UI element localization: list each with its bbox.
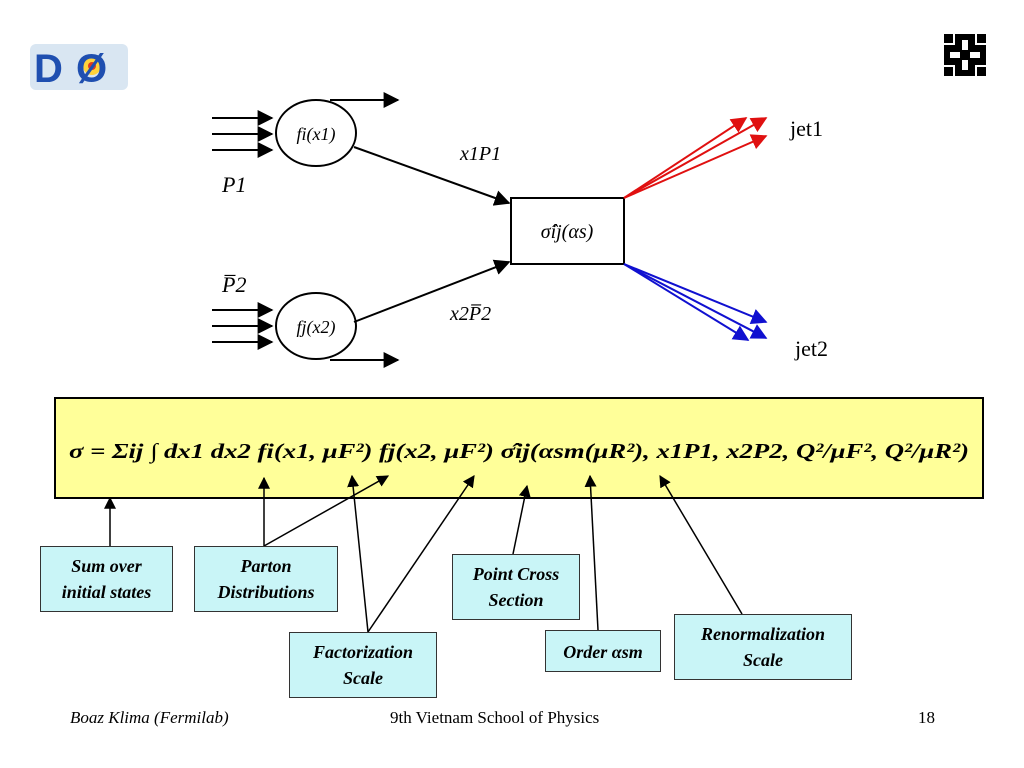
hard-process-box bbox=[510, 197, 625, 265]
beam2-label: P̅2 bbox=[221, 272, 246, 297]
note-renormalization-line1: Renormalization bbox=[700, 624, 826, 644]
footer-page-number: 18 bbox=[918, 708, 935, 727]
note-renormalization-scale: Renormalization Scale bbox=[674, 614, 852, 680]
jet2-label: jet2 bbox=[794, 336, 828, 361]
svg-text:D: D bbox=[34, 47, 63, 91]
beam1-incoming-arrows bbox=[212, 110, 274, 158]
note-point-line1: Point Cross bbox=[472, 564, 560, 584]
note-renormalization-line2: Scale bbox=[743, 650, 783, 670]
pdf1-circle bbox=[275, 99, 357, 167]
parton2-arrow bbox=[353, 259, 511, 323]
jet1-label: jet1 bbox=[789, 116, 823, 141]
footer-event: 9th Vietnam School of Physics bbox=[390, 708, 600, 727]
note-sum-initial-states: Sum over initial states bbox=[40, 546, 173, 612]
jet1-arrows bbox=[623, 117, 768, 199]
svg-text:Ø: Ø bbox=[76, 47, 107, 91]
d0-logo: D Ø bbox=[30, 44, 128, 91]
note-point-line2: Section bbox=[488, 590, 544, 610]
formula-text: σ = Σij ∫ dx1 dx2 fi(x1, μF²) fj(x2, μF²… bbox=[69, 439, 969, 464]
note-sum-line2: initial states bbox=[61, 582, 152, 602]
note-sum-line1: Sum over bbox=[71, 556, 142, 576]
note-order-line1: Order αsm bbox=[563, 642, 643, 662]
formula-box bbox=[54, 397, 984, 499]
hard-process-label: σ̂ij(αs) bbox=[541, 221, 594, 243]
footer-author: Boaz Klima (Fermilab) bbox=[70, 708, 229, 727]
beam2-incoming-arrows bbox=[212, 302, 274, 350]
pdf2-circle bbox=[275, 292, 357, 360]
note-factorization-line1: Factorization bbox=[312, 642, 414, 662]
pdf1-label: fi(x1) bbox=[297, 124, 336, 145]
note-order-alpha: Order αsm bbox=[545, 630, 661, 672]
note-parton-line1: Parton bbox=[240, 556, 292, 576]
note-factorization-line2: Scale bbox=[343, 668, 383, 688]
momentum1-label: x1P1 bbox=[459, 143, 501, 165]
jet2-arrows bbox=[623, 263, 768, 341]
beam1-label: P1 bbox=[221, 172, 246, 197]
fermilab-logo bbox=[944, 34, 986, 76]
note-parton-line2: Distributions bbox=[217, 582, 315, 602]
pdf2-label: fj(x2) bbox=[297, 317, 336, 338]
note-point-cross-section: Point Cross Section bbox=[452, 554, 580, 620]
parton1-arrow bbox=[353, 146, 511, 206]
note-parton-distributions: Parton Distributions bbox=[194, 546, 338, 612]
pointer-lines bbox=[104, 474, 743, 633]
note-factorization-scale: Factorization Scale bbox=[289, 632, 437, 698]
momentum2-label: x2P̅2 bbox=[449, 303, 491, 325]
